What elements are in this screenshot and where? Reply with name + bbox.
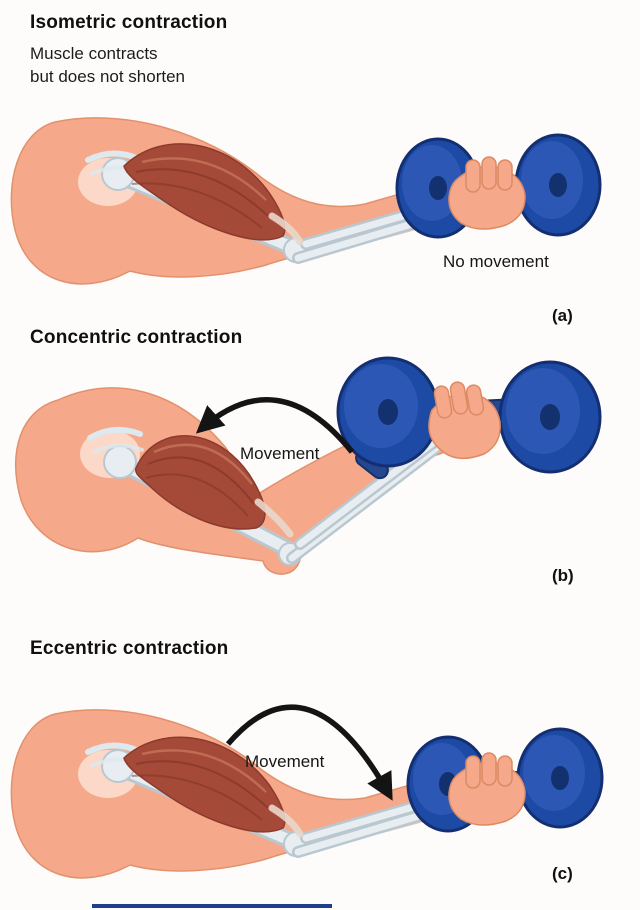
panel-a-letter: (a) xyxy=(552,306,573,325)
movement-label-b: Movement xyxy=(240,444,320,463)
movement-arrow-flexion xyxy=(195,397,355,454)
hand xyxy=(428,381,501,460)
eccentric-arm-illustration xyxy=(10,704,604,879)
biceps-muscle xyxy=(134,435,294,538)
dumbbell-left-disc xyxy=(336,356,440,468)
dumbbell-right-disc xyxy=(516,727,604,829)
panel-b-letter: (b) xyxy=(552,566,574,585)
concentric-arm-illustration xyxy=(14,356,602,575)
dumbbell-right-disc xyxy=(514,133,602,237)
panel-a-subtitle-line1: Muscle contracts xyxy=(30,44,158,63)
biceps-muscle xyxy=(123,736,304,838)
movement-label-c: Movement xyxy=(245,752,325,771)
panel-a-title: Isometric contraction xyxy=(30,12,228,33)
panel-a-subtitle-line2: but does not shorten xyxy=(30,67,186,86)
hand xyxy=(448,156,526,230)
panel-c-title: Eccentric contraction xyxy=(30,638,229,659)
dumbbell xyxy=(336,356,602,480)
bottom-edge-line xyxy=(92,904,332,908)
hand xyxy=(448,752,526,826)
biceps-muscle xyxy=(123,143,304,246)
no-movement-label: No movement xyxy=(443,252,549,271)
panel-c-letter: (c) xyxy=(552,864,573,883)
isometric-arm-illustration xyxy=(10,117,602,285)
dumbbell-right-disc xyxy=(498,360,602,474)
panel-b-title: Concentric contraction xyxy=(30,327,243,348)
movement-arrow-extension xyxy=(225,704,393,801)
